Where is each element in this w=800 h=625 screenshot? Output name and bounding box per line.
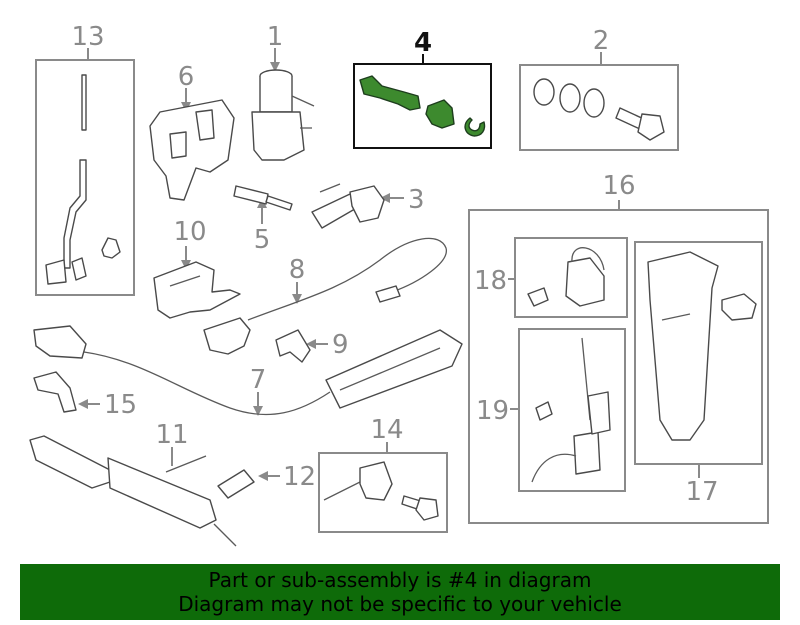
part-15-group[interactable] xyxy=(33,371,100,413)
part-1-group[interactable] xyxy=(251,48,315,161)
callout-15[interactable]: 15 xyxy=(104,390,137,420)
banner-line-1: Part or sub-assembly is #4 in diagram xyxy=(208,568,592,592)
callout-1[interactable]: 1 xyxy=(267,22,284,52)
part-18-group[interactable] xyxy=(508,237,628,318)
callout-12[interactable]: 12 xyxy=(283,462,316,492)
part-13-box xyxy=(35,59,135,296)
part-3-group[interactable] xyxy=(311,183,404,229)
callout-10[interactable]: 10 xyxy=(173,217,206,247)
callout-5[interactable]: 5 xyxy=(254,225,271,255)
part-11-group[interactable] xyxy=(29,435,237,547)
callout-2[interactable]: 2 xyxy=(593,26,610,56)
part-16-group[interactable] xyxy=(468,200,769,524)
diagram-notice-banner: Part or sub-assembly is #4 in diagram Di… xyxy=(20,564,780,620)
part-10-group[interactable] xyxy=(153,246,241,319)
callout-18[interactable]: 18 xyxy=(474,266,507,296)
part-4-group[interactable] xyxy=(353,54,492,149)
part-14-box xyxy=(318,452,448,533)
part-14-group[interactable] xyxy=(318,442,448,533)
part-6-group[interactable] xyxy=(149,88,235,201)
callout-17[interactable]: 17 xyxy=(685,477,718,507)
callout-9[interactable]: 9 xyxy=(332,330,349,360)
part-2-box xyxy=(519,64,679,151)
parts-diagram: 13 1 4 2 6 3 5 16 10 8 18 9 7 15 19 14 1… xyxy=(29,22,769,547)
part-7-group[interactable] xyxy=(33,325,463,416)
part-4-lever xyxy=(359,75,421,111)
banner-line-2: Diagram may not be specific to your vehi… xyxy=(178,592,622,616)
part-2-group[interactable] xyxy=(519,52,679,151)
part-19-group[interactable] xyxy=(510,328,626,492)
part-13-group[interactable] xyxy=(35,48,135,296)
callout-13[interactable]: 13 xyxy=(71,22,104,52)
part-12-group[interactable] xyxy=(217,469,280,499)
callout-7[interactable]: 7 xyxy=(250,365,267,395)
part-17-group[interactable] xyxy=(634,241,763,478)
callout-6[interactable]: 6 xyxy=(178,62,195,92)
part-18-box xyxy=(514,237,628,318)
callout-3[interactable]: 3 xyxy=(408,185,425,215)
part-16-box xyxy=(468,209,769,524)
part-8-group[interactable] xyxy=(203,237,447,355)
callout-4[interactable]: 4 xyxy=(414,28,432,58)
callout-19[interactable]: 19 xyxy=(476,396,509,426)
part-4-clip xyxy=(464,117,486,137)
part-9-group[interactable] xyxy=(275,329,328,363)
callout-8[interactable]: 8 xyxy=(289,255,306,285)
callout-11[interactable]: 11 xyxy=(155,420,188,450)
callout-14[interactable]: 14 xyxy=(370,415,403,445)
callout-16[interactable]: 16 xyxy=(602,171,635,201)
part-4-bushing xyxy=(425,99,455,129)
part-5-group[interactable] xyxy=(233,185,293,224)
